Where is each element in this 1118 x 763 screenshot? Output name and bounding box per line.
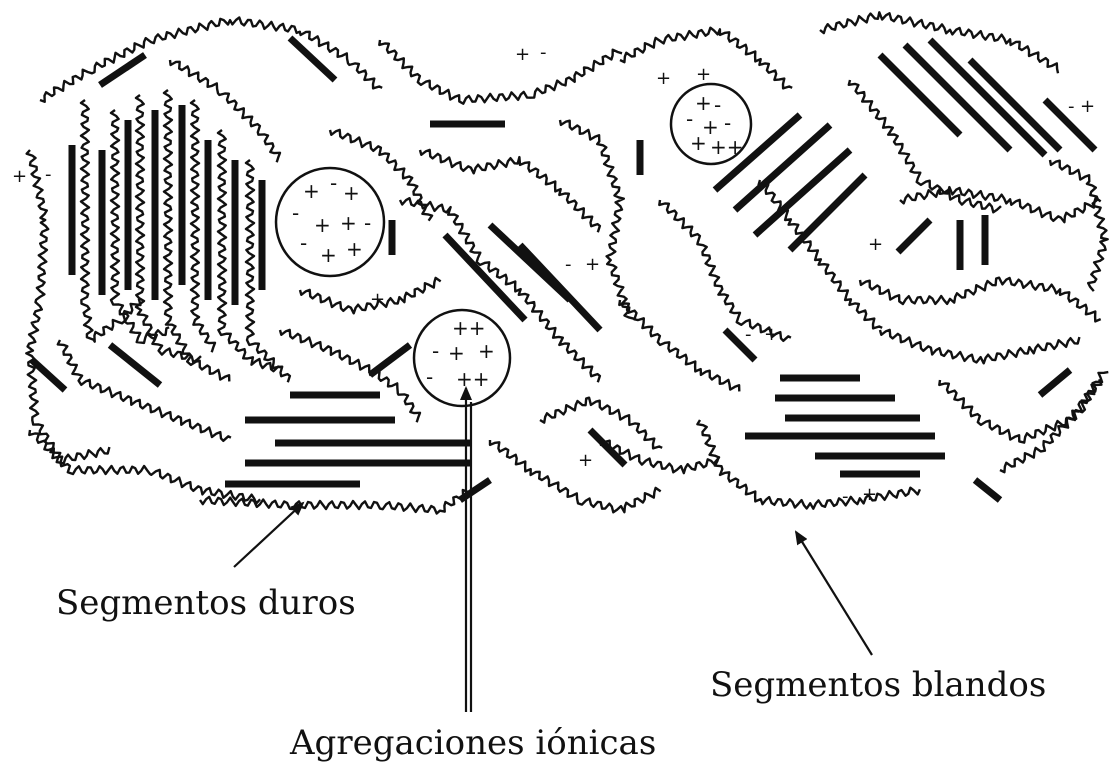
svg-text:-: -: [565, 254, 572, 275]
soft-segment-chain: [40, 18, 382, 102]
soft-segments-label: Segmentos blandos: [710, 668, 1046, 702]
svg-text:+: +: [370, 289, 385, 310]
svg-text:+: +: [320, 243, 337, 267]
svg-text:+: +: [448, 341, 465, 365]
ionic-aggregations-label: Agregaciones iónicas: [290, 726, 656, 760]
soft-segment-chain: [619, 300, 739, 391]
svg-text:++: ++: [710, 135, 744, 159]
soft-segment-chain: [820, 12, 1058, 73]
svg-text:+: +: [303, 179, 320, 203]
svg-text:++: ++: [456, 367, 490, 391]
svg-text:+: +: [695, 91, 712, 115]
arrow-soft-segments: [796, 532, 872, 655]
soft-segment-chain: [29, 430, 260, 503]
svg-text:+: +: [764, 324, 779, 345]
svg-text:-: -: [842, 486, 849, 507]
soft-segment-chain: [280, 330, 420, 422]
svg-text:+: +: [585, 254, 600, 275]
svg-text:-: -: [714, 93, 721, 117]
svg-text:+: +: [343, 181, 360, 205]
soft-segment-chain: [81, 100, 141, 342]
svg-text:+: +: [515, 44, 530, 65]
svg-text:+: +: [346, 237, 363, 261]
svg-text:-: -: [292, 201, 299, 225]
soft-segment-chain: [900, 187, 1101, 222]
svg-text:+: +: [696, 64, 711, 85]
svg-text:-: -: [686, 107, 693, 131]
svg-text:-: -: [432, 339, 439, 363]
svg-text:+: +: [690, 131, 707, 155]
svg-text:-: -: [330, 171, 337, 195]
svg-text:+: +: [1080, 96, 1095, 117]
svg-text:+: +: [578, 450, 593, 471]
svg-text:-: -: [426, 365, 433, 389]
svg-text:+: +: [656, 68, 671, 89]
soft-segment-chain: [58, 340, 231, 441]
svg-text:-: -: [300, 231, 307, 255]
svg-text:+: +: [868, 234, 883, 255]
soft-segment-chain: [1050, 160, 1108, 291]
svg-text:-: -: [1068, 96, 1075, 117]
svg-text:+: +: [314, 213, 331, 237]
svg-text:-: -: [745, 324, 752, 345]
soft-segment-chain: [759, 180, 883, 328]
svg-text:+: +: [12, 166, 27, 187]
svg-text:++: ++: [452, 316, 486, 340]
svg-text:-: -: [45, 164, 52, 185]
svg-text:+: +: [478, 339, 495, 363]
svg-text:+: +: [862, 484, 877, 505]
soft-segment-chain: [560, 120, 634, 319]
arrow-hard-segments: [234, 503, 303, 567]
svg-text:-: -: [364, 211, 371, 235]
soft-segment-chain: [379, 40, 622, 104]
svg-text:+: +: [340, 211, 357, 235]
svg-text:-: -: [540, 42, 547, 63]
soft-segment-chain: [490, 440, 661, 512]
svg-text:-: -: [724, 111, 731, 135]
soft-segment-chain: [880, 330, 1079, 363]
hard-segments-label: Segmentos duros: [56, 586, 356, 620]
soft-segment-chain: [860, 278, 1101, 322]
soft-segment-chain: [26, 150, 109, 463]
soft-segment-chain: [420, 150, 600, 232]
